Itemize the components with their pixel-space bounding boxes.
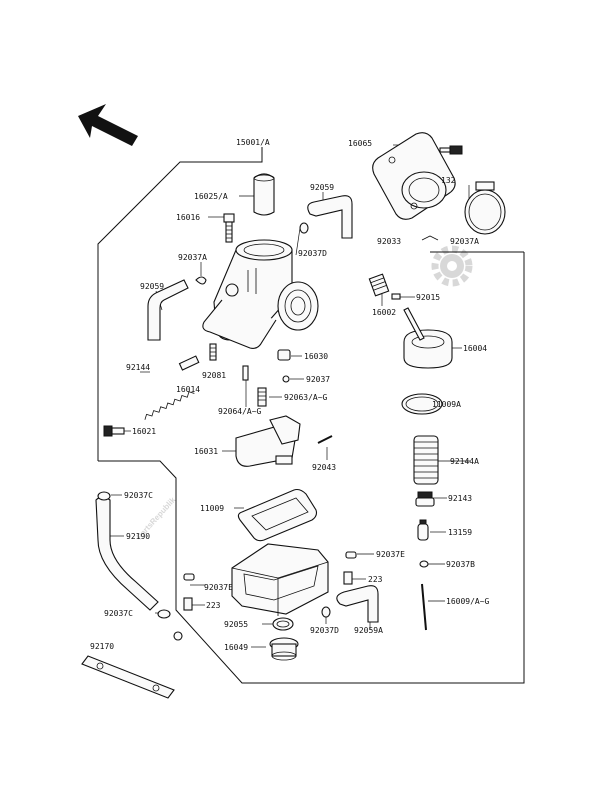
label-13159: 13159 <box>448 528 472 537</box>
label-92037: 92037 <box>306 375 330 384</box>
label-16002: 16002 <box>372 308 396 317</box>
part-valve-13159 <box>417 519 429 541</box>
label-92064: 92064/A~G <box>218 407 262 416</box>
part-ball-92037b <box>419 560 429 568</box>
part-screw-16030 <box>277 349 291 361</box>
part-carburetor-body <box>202 239 319 349</box>
part-intake-16065 <box>372 132 456 220</box>
label-16030: 16030 <box>304 352 328 361</box>
label-92037d-bottom: 92037D <box>310 626 339 635</box>
part-clip-92037d-bottom <box>321 606 331 618</box>
part-screw-223-r <box>343 571 353 585</box>
label-16025: 16025/A <box>194 192 228 201</box>
part-hose-92059a <box>336 585 379 623</box>
label-92037c-bottom: 92037C <box>104 609 133 618</box>
direction-arrow-icon <box>78 104 138 146</box>
part-plug-92143 <box>415 491 435 507</box>
part-plug-16049 <box>269 637 299 661</box>
part-jet-16014 <box>178 355 200 371</box>
label-92059-left: 92059 <box>140 282 164 291</box>
label-92170: 92170 <box>90 642 114 651</box>
part-hose-92059-left <box>147 279 189 341</box>
label-92055: 92055 <box>224 620 248 629</box>
part-clip-marker-e <box>173 631 183 641</box>
label-92037b: 92037B <box>446 560 475 569</box>
part-rod-16009 <box>421 583 427 631</box>
label-92043: 92043 <box>312 463 336 472</box>
label-11009: 11009 <box>200 504 224 513</box>
label-11009a: 11009A <box>432 400 461 409</box>
label-16016: 16016 <box>176 213 200 222</box>
part-diaphragm-16025 <box>253 173 275 216</box>
label-92081: 92081 <box>202 371 226 380</box>
part-clip-92037d-top <box>299 222 309 234</box>
part-float-16031 <box>235 415 301 467</box>
label-16021: 16021 <box>132 427 156 436</box>
part-float-bowl <box>231 543 329 616</box>
label-92037d-clamp: 92037A <box>450 237 479 246</box>
part-needle-92063 <box>257 387 267 407</box>
part-spring-92144a <box>413 435 439 485</box>
part-bolt-132 <box>439 145 463 155</box>
part-spring-92081 <box>209 343 217 361</box>
leader-lines <box>110 144 470 648</box>
label-92190: 92190 <box>126 532 150 541</box>
part-labels: 15001/A 16065 132 16025/A 92059 16016 92… <box>90 138 490 652</box>
part-ring-92037 <box>282 375 290 383</box>
part-holder-92170 <box>81 655 175 699</box>
label-92037c-top: 92037C <box>124 491 153 500</box>
label-92037d-top: 92037D <box>298 249 327 258</box>
label-92144a: 92144A <box>450 457 479 466</box>
label-92059a: 92059A <box>354 626 383 635</box>
part-clip-92037c-top <box>97 491 111 501</box>
part-gasket-11009 <box>237 488 318 542</box>
label-15001: 15001/A <box>236 138 270 147</box>
part-hose-92190 <box>95 496 159 611</box>
label-223-right: 223 <box>368 575 383 584</box>
part-clip-92033 <box>421 235 439 241</box>
part-screw-223-l <box>183 597 193 611</box>
label-16065: 16065 <box>348 139 372 148</box>
part-clip-92015 <box>391 293 401 300</box>
label-92059-top: 92059 <box>310 183 334 192</box>
part-clip-92037c-bottom <box>157 609 171 619</box>
part-cap-16004 <box>403 307 453 369</box>
part-spring-92144 <box>144 391 195 420</box>
label-16014: 16014 <box>176 385 200 394</box>
label-16031: 16031 <box>194 447 218 456</box>
part-screw-16021 <box>103 425 125 437</box>
part-oring-11009a <box>401 393 443 415</box>
label-92033: 92033 <box>377 237 401 246</box>
label-92144: 92144 <box>126 363 150 372</box>
gear-icon <box>431 245 473 287</box>
part-clip-92037e-r <box>345 551 357 559</box>
part-needle-92064 <box>242 365 249 381</box>
part-screw-16016 <box>223 213 235 243</box>
label-92037a: 92037A <box>178 253 207 262</box>
label-92037e-right: 92037E <box>376 550 405 559</box>
label-92143: 92143 <box>448 494 472 503</box>
label-92063: 92063/A~G <box>284 393 328 402</box>
label-92015: 92015 <box>416 293 440 302</box>
label-132: 132 <box>441 176 456 185</box>
part-adjuster-16002 <box>368 273 390 297</box>
part-clip-92037e-l <box>183 573 195 581</box>
part-oring-92055 <box>272 617 294 631</box>
label-92037e-left: 92037E <box>204 583 233 592</box>
label-223-left: 223 <box>206 601 221 610</box>
part-clamp-92037d <box>464 181 506 235</box>
label-16004: 16004 <box>463 344 487 353</box>
part-hose-92059-top <box>307 195 353 239</box>
label-16009: 16009/A~G <box>446 597 490 606</box>
part-clip-92037a <box>195 276 207 285</box>
part-pin-92043 <box>317 435 333 444</box>
label-16049: 16049 <box>224 643 248 652</box>
